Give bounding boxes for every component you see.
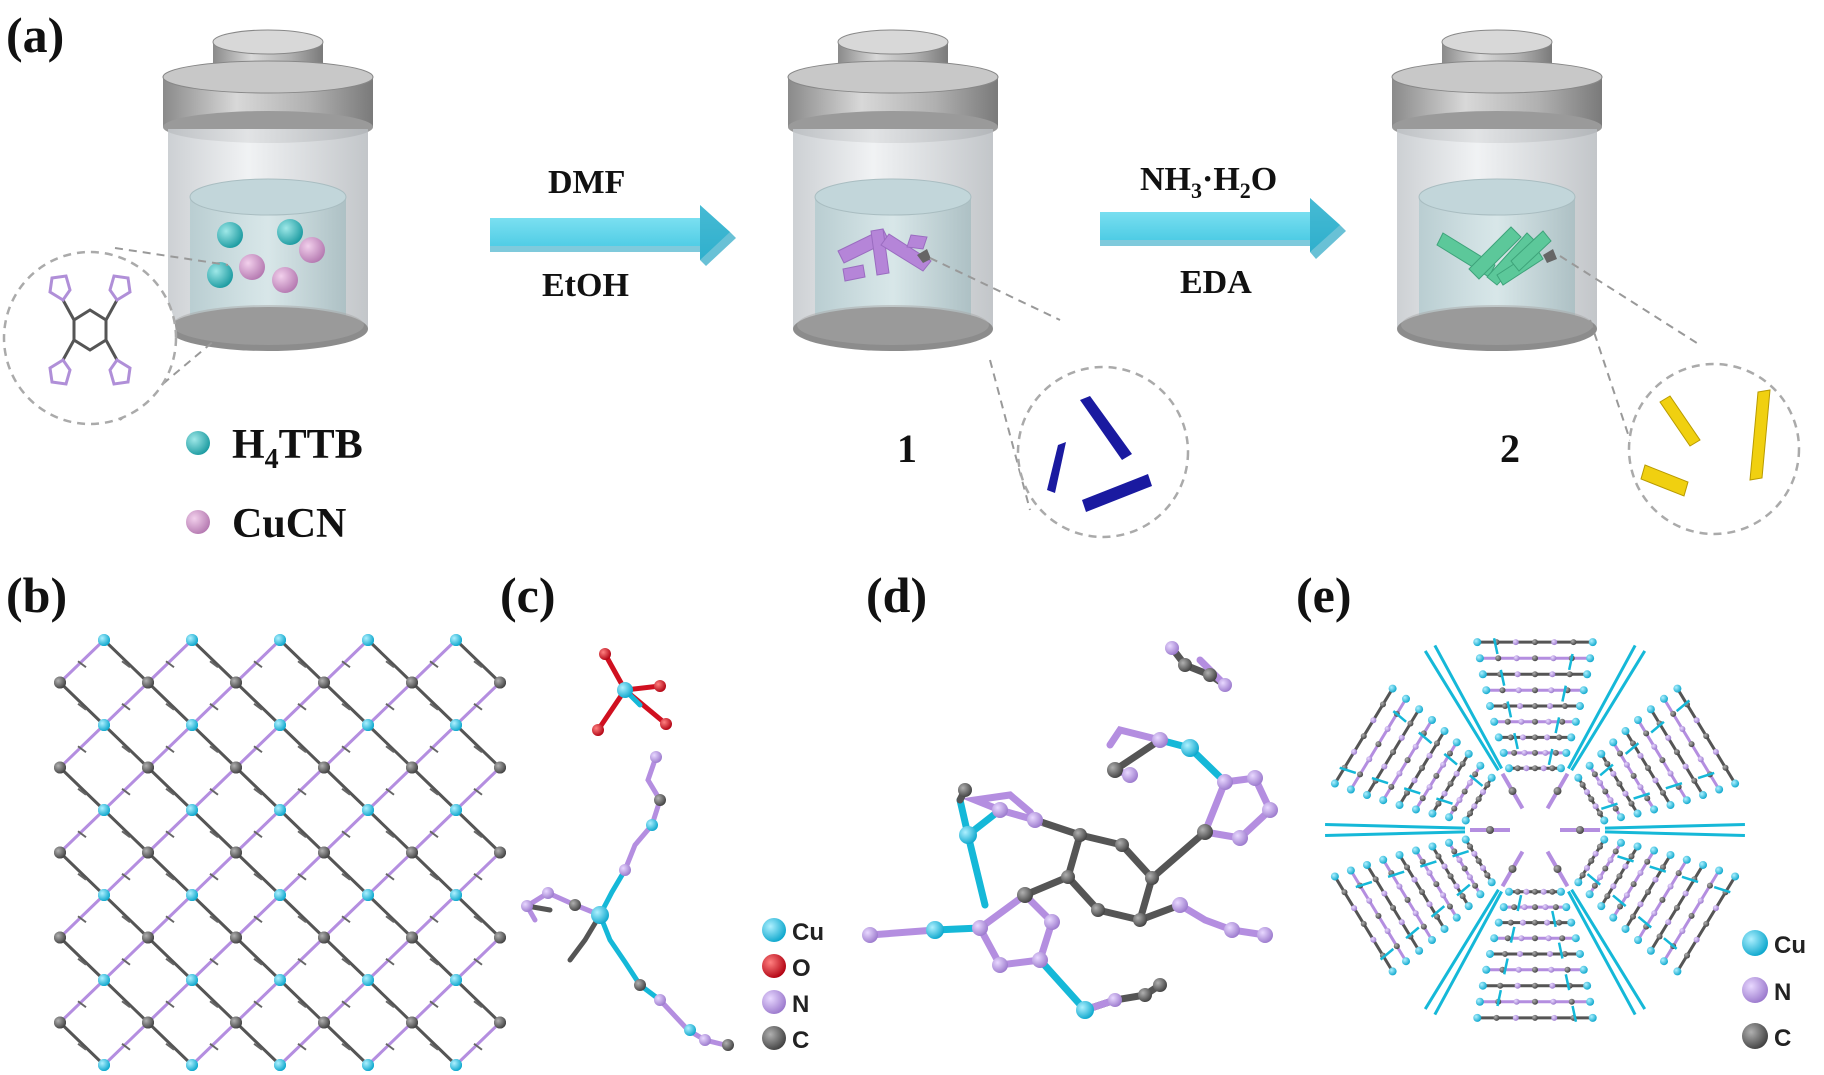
- svg-text:H4TTB: H4TTB: [232, 422, 363, 475]
- product-1-label: 1: [897, 426, 917, 471]
- panel-d-label: (d): [866, 567, 927, 623]
- product-2-label: 2: [1500, 426, 1520, 471]
- autoclave-jar-start: [162, 29, 374, 352]
- svg-text:Cu: Cu: [792, 919, 824, 946]
- panel-b-label: (b): [6, 567, 67, 623]
- atom-legend-e: Cu N C: [1742, 930, 1806, 1052]
- arrow2-bottom-label: EDA: [1180, 264, 1252, 301]
- panel-c-label: (c): [500, 567, 556, 623]
- arrow2-top-label: NH3·H2O: [1140, 161, 1277, 203]
- arrow1-top-label: DMF: [548, 164, 625, 201]
- framework-view-e: [1325, 637, 1745, 1023]
- svg-text:N: N: [1774, 979, 1791, 1006]
- autoclave-jar-product-2: [1391, 29, 1603, 352]
- reaction-arrow-2: [1100, 198, 1346, 259]
- svg-text:C: C: [792, 1027, 809, 1054]
- panel-e-label: (e): [1296, 567, 1352, 623]
- crystal-zoom-circle-1: [929, 257, 1190, 539]
- cu-coordination-c: [521, 648, 734, 1051]
- autoclave-jar-product-1: [787, 29, 999, 352]
- svg-text:C: C: [1774, 1025, 1791, 1052]
- svg-text:CuCN: CuCN: [232, 501, 346, 547]
- reaction-arrow-1: [490, 205, 736, 266]
- framework-view-b: [54, 634, 506, 1071]
- svg-text:Cu: Cu: [1774, 932, 1806, 959]
- svg-text:N: N: [792, 991, 809, 1018]
- crystal-zoom-circle-2: [1559, 255, 1801, 536]
- svg-text:O: O: [792, 955, 811, 982]
- ligand-structure: [61, 299, 119, 361]
- arrow1-bottom-label: EtOH: [542, 267, 629, 304]
- reagent-legend: H4TTB CuCN: [186, 422, 363, 547]
- ligand-coordination-d: [862, 641, 1278, 1019]
- panel-a-label: (a): [6, 7, 64, 63]
- atom-legend-c: Cu O N C: [762, 918, 824, 1054]
- ligand-zoom-circle: [2, 247, 229, 426]
